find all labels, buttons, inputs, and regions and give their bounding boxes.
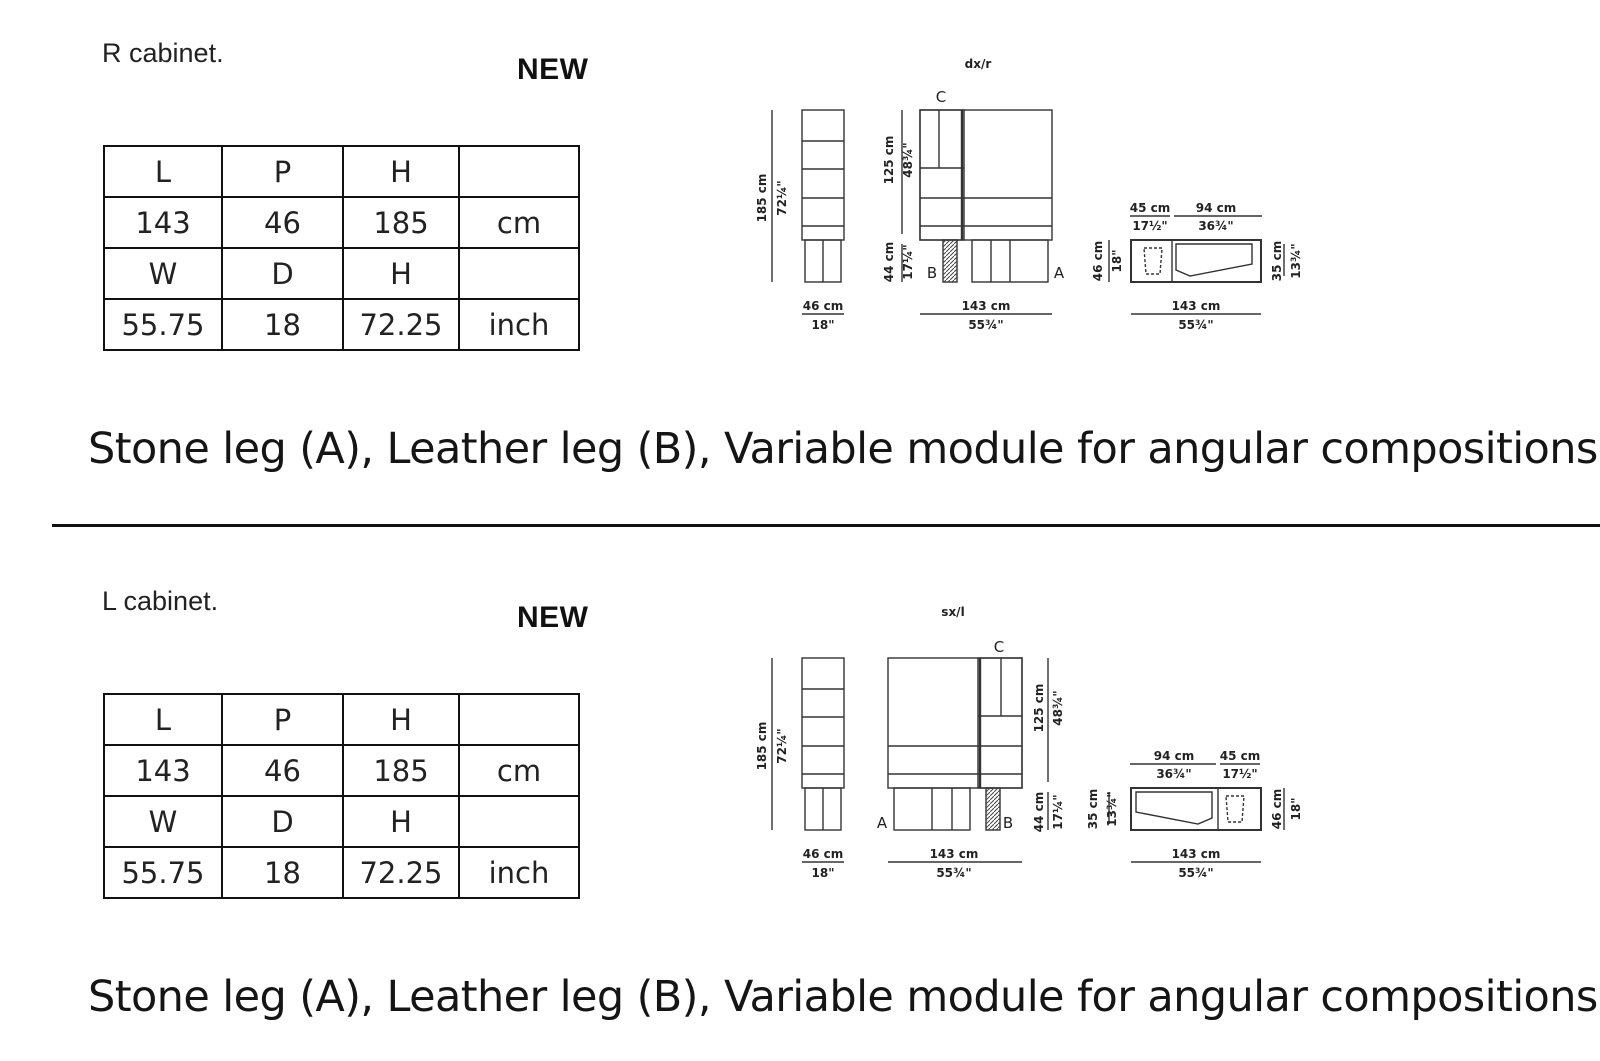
table-cell: 18 — [221, 846, 344, 899]
dimensions-table: L P H 143 46 185 cm W D H 55.75 18 72.25… — [103, 693, 580, 899]
plan-short-cm: 35 cm — [1270, 241, 1284, 282]
table-cell: 185 — [342, 744, 460, 797]
leg-height-in: 17¼" — [901, 244, 915, 279]
table-cell: H — [342, 693, 460, 746]
plan-right-cm: 45 cm — [1220, 749, 1261, 763]
side-height-cm: 185 cm — [755, 174, 769, 223]
plan-left-cm: 45 cm — [1130, 201, 1171, 215]
plan-width-cm: 143 cm — [1172, 299, 1221, 313]
side-width-cm: 46 cm — [803, 847, 844, 861]
side-height-in: 72¼" — [775, 728, 789, 763]
front-width-cm: 143 cm — [962, 299, 1011, 313]
table-cell: P — [221, 693, 344, 746]
section-title: L cabinet. — [102, 586, 219, 616]
new-badge: NEW — [517, 53, 589, 86]
plan-depth-in: 18" — [1110, 250, 1124, 273]
plan-width-in: 55¾" — [1178, 866, 1213, 880]
table-cell: L — [103, 693, 223, 746]
front-width-in: 55¾" — [936, 866, 971, 880]
plan-depth-in: 18" — [1289, 798, 1303, 821]
label-c: C — [936, 88, 946, 106]
front-width-cm: 143 cm — [930, 847, 979, 861]
plan-short-in: 13¾" — [1105, 791, 1119, 826]
plan-left-in: 17½" — [1132, 219, 1167, 233]
plan-width-cm: 143 cm — [1172, 847, 1221, 861]
table-cell — [458, 693, 580, 746]
table-cell: P — [221, 145, 344, 198]
table-cell: 46 — [221, 196, 344, 249]
table-cell: 72.25 — [342, 298, 460, 351]
table-cell: cm — [458, 196, 580, 249]
side-width-in: 18" — [812, 866, 835, 880]
plan-left-cm: 94 cm — [1154, 749, 1195, 763]
plan-short-in: 13¾" — [1289, 243, 1303, 278]
l-cabinet-drawing: sx/l C A B 185 cm 72¼" 46 cm 18" 125 cm … — [755, 605, 1303, 880]
module-height-in: 48¾" — [901, 142, 915, 177]
leg-height-cm: 44 cm — [882, 242, 896, 283]
section-divider — [52, 524, 1600, 527]
plan-depth-cm: 46 cm — [1091, 241, 1105, 282]
front-width-in: 55¾" — [968, 318, 1003, 332]
module-height-in: 48¾" — [1051, 690, 1065, 725]
table-cell: inch — [458, 298, 580, 351]
table-cell: 18 — [221, 298, 344, 351]
table-cell: D — [221, 795, 344, 848]
label-b: B — [1003, 814, 1013, 832]
side-width-cm: 46 cm — [803, 299, 844, 313]
drawing-code: sx/l — [941, 605, 964, 619]
table-row: L P H — [103, 693, 580, 746]
table-cell — [458, 145, 580, 198]
module-height-cm: 125 cm — [882, 136, 896, 185]
side-height-in: 72¼" — [775, 180, 789, 215]
side-height-cm: 185 cm — [755, 722, 769, 771]
table-cell: W — [103, 247, 223, 300]
table-cell: 55.75 — [103, 846, 223, 899]
label-b: B — [927, 264, 937, 282]
table-row: W D H — [103, 795, 580, 848]
table-cell: 185 — [342, 196, 460, 249]
table-cell: 143 — [103, 744, 223, 797]
table-cell: H — [342, 145, 460, 198]
leg-height-cm: 44 cm — [1032, 792, 1046, 833]
table-cell: L — [103, 145, 223, 198]
side-width-in: 18" — [812, 318, 835, 332]
table-row: 55.75 18 72.25 inch — [103, 846, 580, 899]
table-cell: cm — [458, 744, 580, 797]
plan-right-in: 36¾" — [1198, 219, 1233, 233]
table-cell: 46 — [221, 744, 344, 797]
plan-left-in: 36¾" — [1156, 767, 1191, 781]
new-badge: NEW — [517, 601, 589, 634]
label-a: A — [877, 814, 888, 832]
caption: Stone leg (A), Leather leg (B), Variable… — [88, 424, 1600, 474]
table-row: 143 46 185 cm — [103, 196, 580, 249]
table-row: 143 46 185 cm — [103, 744, 580, 797]
table-cell — [458, 795, 580, 848]
label-a: A — [1054, 264, 1065, 282]
plan-right-in: 17½" — [1222, 767, 1257, 781]
table-cell: W — [103, 795, 223, 848]
table-cell: H — [342, 247, 460, 300]
table-cell: D — [221, 247, 344, 300]
table-row: 55.75 18 72.25 inch — [103, 298, 580, 351]
table-row: W D H — [103, 247, 580, 300]
table-cell: H — [342, 795, 460, 848]
dimensions-table: L P H 143 46 185 cm W D H 55.75 18 72.25… — [103, 145, 580, 351]
section-title: R cabinet. — [102, 38, 224, 68]
table-cell: 143 — [103, 196, 223, 249]
table-cell: inch — [458, 846, 580, 899]
label-c: C — [994, 638, 1004, 656]
module-height-cm: 125 cm — [1032, 684, 1046, 733]
caption: Stone leg (A), Leather leg (B), Variable… — [88, 972, 1600, 1022]
plan-depth-cm: 46 cm — [1270, 789, 1284, 830]
leg-height-in: 17¼" — [1051, 794, 1065, 829]
table-cell: 55.75 — [103, 298, 223, 351]
table-cell: 72.25 — [342, 846, 460, 899]
r-cabinet-drawing: dx/r C B A 185 cm 72¼" 46 cm 18" 125 cm … — [755, 57, 1303, 332]
table-cell — [458, 247, 580, 300]
plan-right-cm: 94 cm — [1196, 201, 1237, 215]
plan-width-in: 55¾" — [1178, 318, 1213, 332]
table-row: L P H — [103, 145, 580, 198]
drawing-code: dx/r — [965, 57, 992, 71]
plan-short-cm: 35 cm — [1086, 789, 1100, 830]
